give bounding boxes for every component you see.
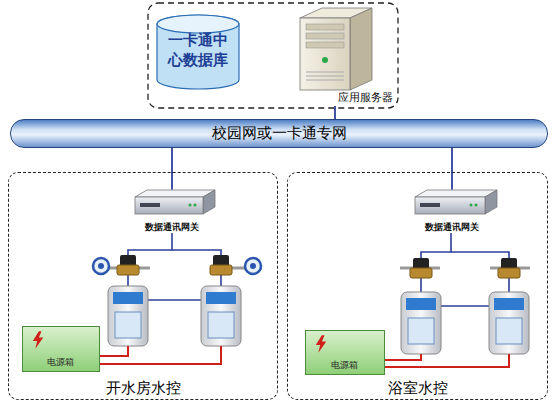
solenoid-valve — [117, 255, 520, 278]
data-wire — [128, 233, 509, 306]
node-label: 数据通讯网关 — [425, 222, 479, 233]
node-label: 电源箱 — [47, 357, 74, 368]
app-server: 应用服务器 — [275, 6, 395, 106]
gateway-device — [415, 190, 497, 214]
lightning-symbol — [314, 335, 328, 353]
node-label: 校园网或一卡通专网 — [212, 124, 347, 143]
node-label: 应用服务器 — [338, 90, 393, 105]
network-link — [171, 148, 173, 190]
node-label: 数据通讯网关 — [145, 222, 199, 233]
gateway-box: 数据通讯网关 — [405, 190, 500, 233]
zone-box: 浴室水控 数据通讯网关电源箱 — [287, 172, 548, 400]
node-label: 一卡通中心数据库 — [166, 31, 230, 70]
network-link — [334, 106, 336, 119]
water-pipe — [100, 267, 530, 270]
power-box: 电源箱 — [22, 326, 100, 372]
water-meter — [93, 258, 261, 274]
gateway-device — [135, 190, 215, 214]
node-label: 浴室水控 — [386, 379, 450, 397]
server-tower — [300, 8, 372, 90]
card-controller — [108, 286, 529, 354]
node-label: 电源箱 — [331, 360, 358, 371]
node-label: 开水房水控 — [104, 379, 183, 397]
zone-box: 开水房水控 数据通讯网关电源箱 — [8, 172, 278, 400]
network-band: 校园网或一卡通专网 — [10, 119, 548, 148]
power-box: 电源箱 — [305, 330, 385, 375]
lightning-symbol — [31, 331, 45, 349]
server-zone — [148, 3, 398, 108]
network-link — [451, 148, 453, 190]
gateway-box: 数据通讯网关 — [125, 190, 220, 233]
database-cylinder: 一卡通中心数据库 — [156, 14, 240, 90]
